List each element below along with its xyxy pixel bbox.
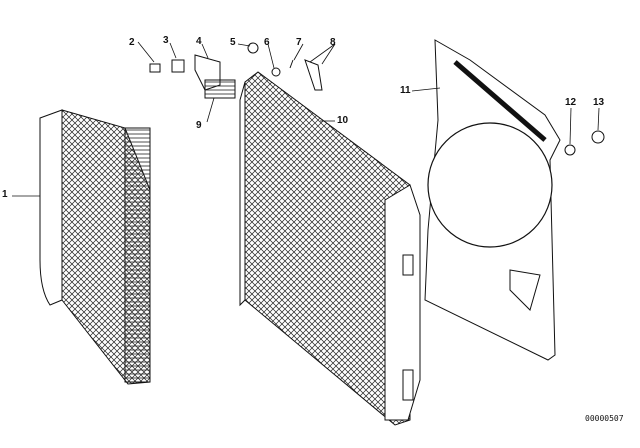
- part-10-radiator: [239, 71, 421, 426]
- label-9: 9: [196, 120, 202, 131]
- label-6: 6: [264, 37, 270, 48]
- label-7: 7: [296, 37, 302, 48]
- label-1: 1: [2, 189, 8, 200]
- label-8: 8: [330, 37, 336, 48]
- part-1-shroud: [39, 109, 151, 385]
- drawing-code: 00000507: [585, 414, 624, 423]
- small-parts: [149, 42, 605, 156]
- label-12: 12: [565, 97, 577, 108]
- label-13: 13: [593, 97, 605, 108]
- label-10: 10: [337, 115, 349, 126]
- label-2: 2: [129, 37, 135, 48]
- label-4: 4: [196, 36, 202, 47]
- part-11-fan-shroud-plate: [424, 39, 561, 361]
- label-5: 5: [230, 37, 236, 48]
- label-3: 3: [163, 35, 169, 46]
- leader-lines: [12, 41, 600, 197]
- label-11: 11: [400, 85, 411, 96]
